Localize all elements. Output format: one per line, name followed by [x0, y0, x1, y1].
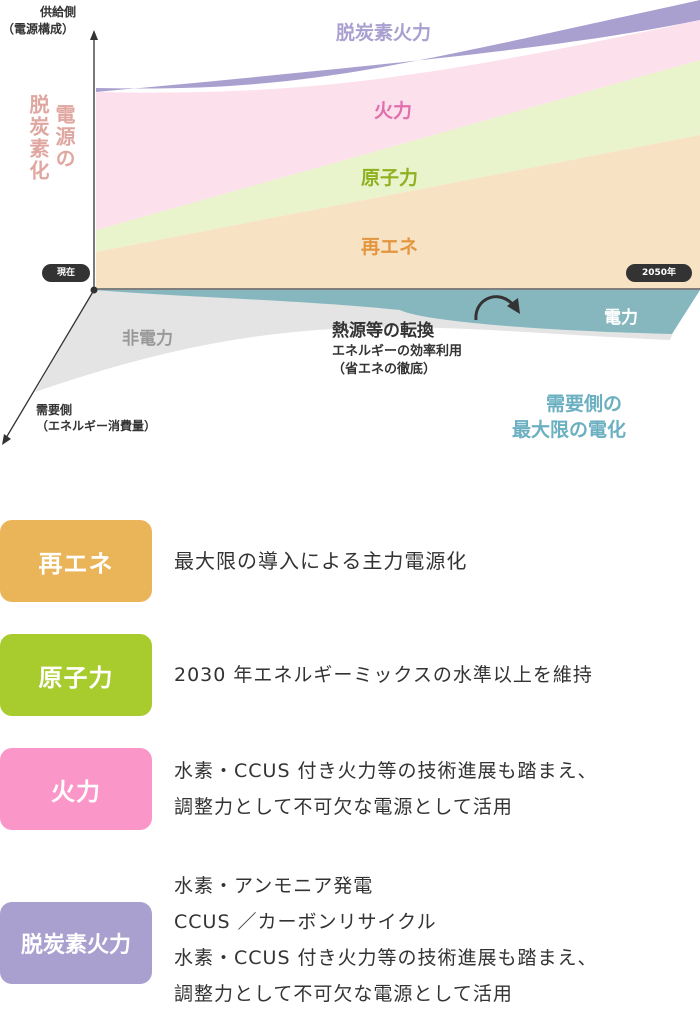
demand-axis-label-line1: 需要側: [36, 403, 73, 417]
legend-desc-line: 水素・アンモニア発電: [174, 875, 374, 897]
legend-badge-thermal: 火力: [0, 748, 152, 830]
legend-badge-decarb-thermal: 脱炭素火力: [0, 902, 152, 984]
renewable-area: [96, 135, 700, 288]
legend-desc-line: 2030 年エネルギーミックスの水準以上を維持: [174, 664, 593, 686]
legend-row-nuclear: 原子力 2030 年エネルギーミックスの水準以上を維持: [0, 634, 700, 716]
nuclear-label: 原子力: [361, 167, 419, 189]
demand-axis-arrow: [2, 434, 11, 445]
diagram-graphic: [2, 0, 700, 445]
supply-axis-label-line1: 供給側: [40, 5, 77, 19]
legend-desc-line: CCUS ／カーボンリサイクル: [174, 911, 437, 933]
non-electric-label: 非電力: [122, 329, 173, 349]
legend-desc-line: 調整力として不可欠な電源として活用: [174, 983, 513, 1005]
efficiency-label-line2: （省エネの徹底）: [332, 362, 437, 377]
legend-desc-nuclear: 2030 年エネルギーミックスの水準以上を維持: [174, 657, 593, 693]
nuclear-area: [96, 60, 700, 252]
energy-transition-diagram: 供給側 （電源構成） 電源の 脱炭素化 現在 2050年 脱炭素火力 火力 原子…: [0, 0, 700, 470]
supply-axis-arrow: [90, 30, 98, 40]
demand-axis-label: 需要側 （エネルギー消費量）: [36, 402, 156, 434]
legend-desc-line: 調整力として不可欠な電源として活用: [174, 796, 513, 818]
legend-desc-line: 水素・CCUS 付き火力等の技術進展も踏まえ、: [174, 760, 598, 782]
origin-dot: [90, 286, 98, 294]
electric-label: 電力: [604, 308, 638, 328]
efficiency-label-line1: エネルギーの効率利用: [332, 344, 463, 359]
electric-area: [94, 290, 700, 334]
supply-axis-sub-label: （電源構成）: [2, 22, 75, 36]
legend-row-decarb-thermal: 脱炭素火力 水素・アンモニア発電 CCUS ／カーボンリサイクル 水素・CCUS…: [0, 866, 700, 1026]
demand-title-line1: 需要側の: [546, 393, 623, 415]
legend-badge-nuclear: 原子力: [0, 634, 152, 716]
legend-desc-line: 最大限の導入による主力電源化: [174, 549, 468, 573]
supply-axis-label: 供給側: [40, 4, 76, 20]
demand-axis-label-line2: （エネルギー消費量）: [36, 419, 157, 433]
decarb-thermal-label: 脱炭素火力: [336, 22, 432, 44]
conversion-arrow-icon: [474, 295, 516, 321]
legend-badge-renewable: 再エネ: [0, 520, 152, 602]
demand-axis-line: [5, 289, 95, 439]
legend-desc-renewable: 最大限の導入による主力電源化: [174, 543, 467, 579]
heat-conversion-label: 熱源等の転換: [332, 321, 434, 341]
legend-desc-line: 水素・CCUS 付き火力等の技術進展も踏まえ、: [174, 947, 598, 969]
legend-row-thermal: 火力 水素・CCUS 付き火力等の技術進展も踏まえ、 調整力として不可欠な電源と…: [0, 748, 700, 830]
thermal-label: 火力: [374, 100, 413, 122]
thermal-area: [96, 20, 700, 230]
demand-title-line2: 最大限の電化: [512, 419, 627, 441]
legend-desc-thermal: 水素・CCUS 付き火力等の技術進展も踏まえ、 調整力として不可欠な電源として活…: [174, 753, 598, 825]
renewable-label: 再エネ: [361, 236, 419, 258]
legend-row-renewable: 再エネ 最大限の導入による主力電源化: [0, 520, 700, 602]
legend-desc-decarb-thermal: 水素・アンモニア発電 CCUS ／カーボンリサイクル 水素・CCUS 付き火力等…: [174, 868, 598, 1012]
demand-side-title: 需要側の 最大限の電化: [512, 391, 626, 443]
efficiency-label: エネルギーの効率利用 （省エネの徹底）: [332, 343, 462, 379]
conversion-arrowhead: [507, 298, 520, 314]
supply-title-col1: 電源の: [52, 104, 76, 170]
start-badge: 現在: [42, 264, 90, 282]
end-badge: 2050年: [626, 264, 692, 282]
supply-title-col2: 脱炭素化: [26, 94, 50, 182]
